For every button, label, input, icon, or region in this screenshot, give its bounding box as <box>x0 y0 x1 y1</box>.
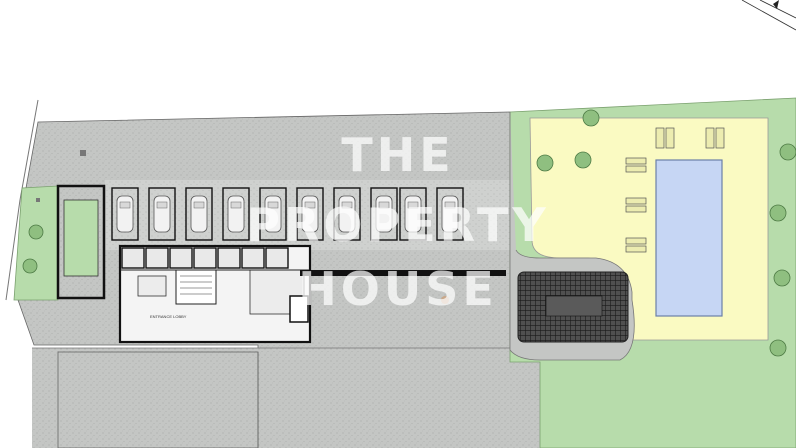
site-marker <box>441 296 449 304</box>
car-windshield <box>230 201 242 209</box>
pergola-center <box>545 295 603 317</box>
site-boundary-line <box>5 99 39 301</box>
parking-bay <box>399 187 427 241</box>
car-windshield <box>407 201 419 209</box>
left-garden-strip <box>13 185 59 301</box>
car-icon <box>227 195 245 233</box>
car-icon <box>116 195 134 233</box>
parking-bay <box>111 187 139 241</box>
car-windshield <box>156 201 168 209</box>
car-icon <box>190 195 208 233</box>
car-windshield <box>193 201 205 209</box>
car-windshield <box>341 201 353 209</box>
north-arrow-icon <box>741 0 796 31</box>
car-windshield <box>119 201 131 209</box>
car-windshield <box>444 201 456 209</box>
parking-bay <box>222 187 250 241</box>
lower-paved-strip <box>32 348 540 448</box>
parking-bay <box>296 187 324 241</box>
storage-cells <box>121 247 289 269</box>
survey-marks <box>36 150 86 202</box>
parking-bay <box>333 187 361 241</box>
parking-spaces <box>111 187 464 241</box>
car-icon <box>153 195 171 233</box>
lobby-label: ENTRANCE LOBBY <box>150 314 187 319</box>
parking-bay <box>370 187 398 241</box>
retaining-wall <box>300 270 506 276</box>
car-icon <box>338 195 356 233</box>
swimming-pool <box>655 159 723 317</box>
parking-bay <box>436 187 464 241</box>
car-windshield <box>267 201 279 209</box>
parking-bay <box>148 187 176 241</box>
car-icon <box>375 195 393 233</box>
car-icon <box>404 195 422 233</box>
parking-bay <box>259 187 287 241</box>
car-icon <box>264 195 282 233</box>
car-windshield <box>304 201 316 209</box>
car-icon <box>301 195 319 233</box>
sunbed-icon <box>625 127 725 253</box>
car-windshield <box>378 201 390 209</box>
parking-bay <box>185 187 213 241</box>
utility-enclosure <box>56 184 106 300</box>
car-icon <box>441 195 459 233</box>
